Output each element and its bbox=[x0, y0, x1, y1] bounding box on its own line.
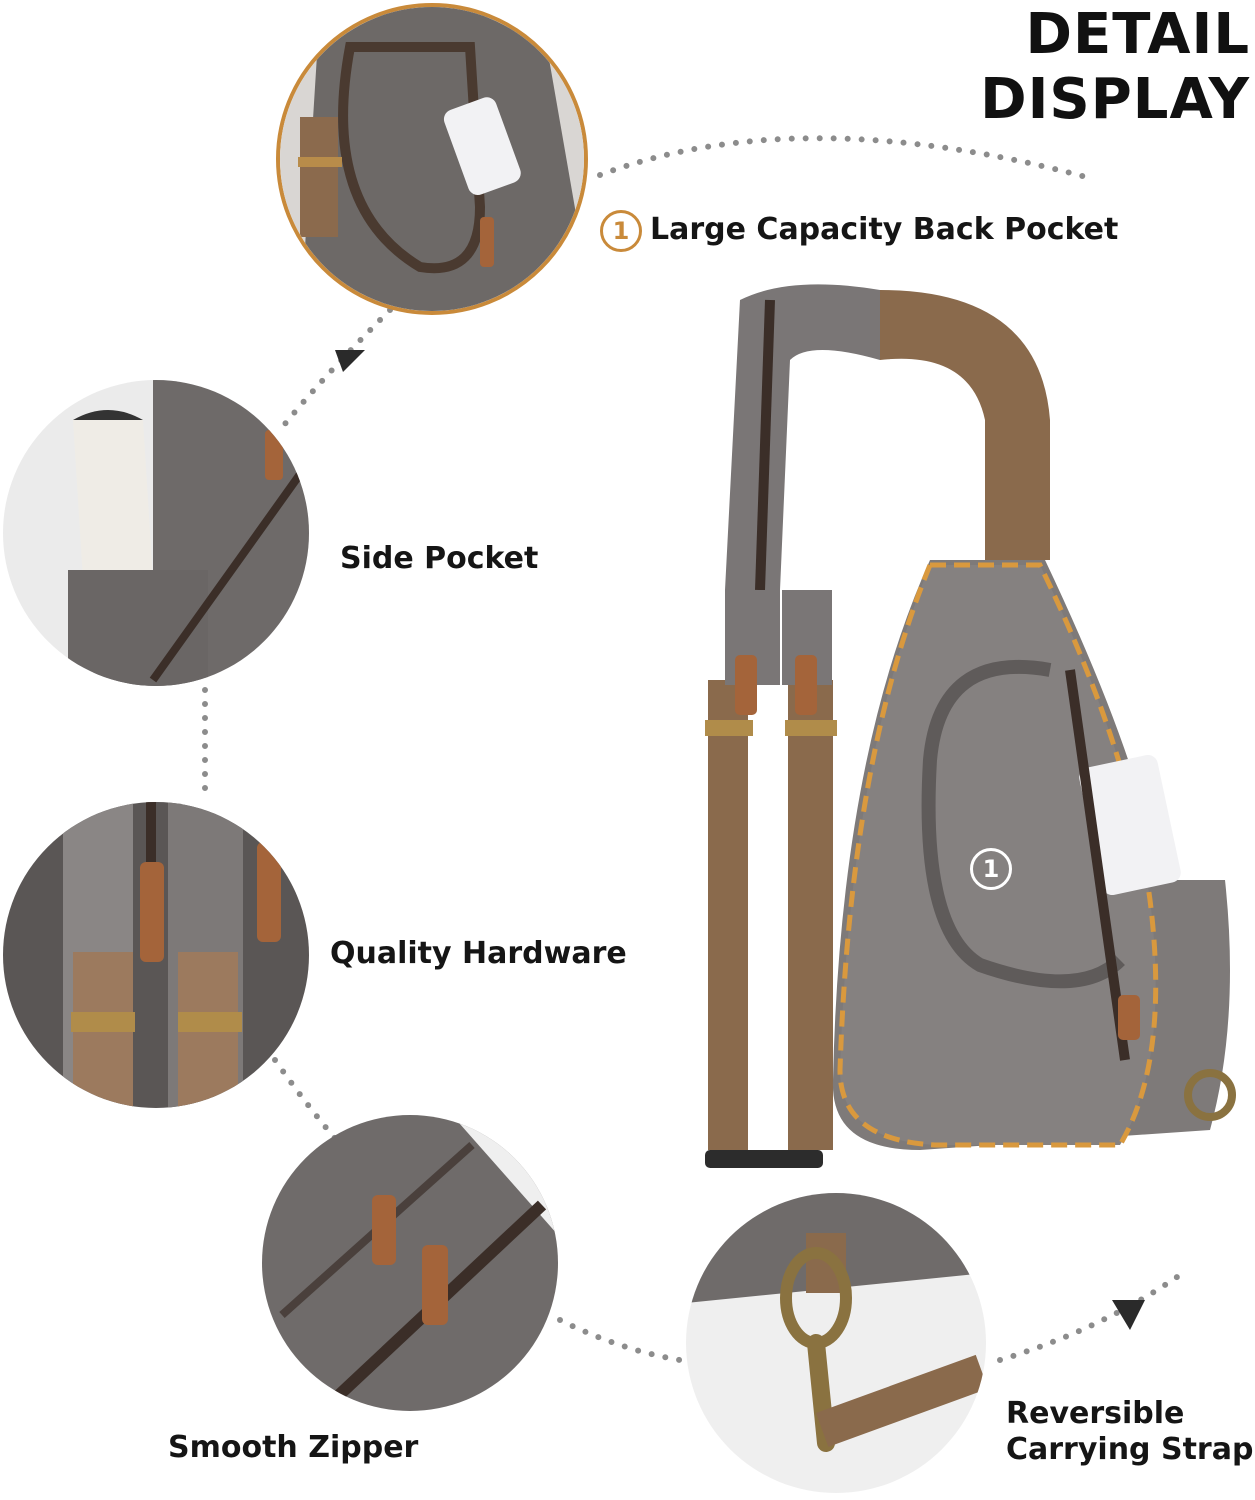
page-title: DETAIL DISPLAY bbox=[980, 2, 1250, 132]
detail-circle-hardware bbox=[3, 802, 309, 1108]
detail-circle-strap bbox=[686, 1193, 986, 1493]
detail-circle-zipper bbox=[262, 1115, 558, 1411]
feature-label-zipper: Smooth Zipper bbox=[168, 1430, 419, 1465]
feature-label-strap-line1: Reversible bbox=[1006, 1396, 1185, 1431]
back-pocket-photo bbox=[280, 7, 584, 311]
zipper-photo bbox=[262, 1115, 558, 1411]
detail-circle-back-pocket bbox=[276, 3, 588, 315]
arrow-down-icon bbox=[335, 350, 365, 372]
feature-number-badge: 1 bbox=[600, 210, 642, 252]
feature-label-side-pocket: Side Pocket bbox=[340, 541, 539, 576]
feature-label-back-pocket: Large Capacity Back Pocket bbox=[650, 212, 1119, 247]
strap-clip-photo bbox=[686, 1193, 986, 1493]
hardware-photo bbox=[3, 802, 309, 1108]
feature-label-strap-line2: Carrying Strap bbox=[1006, 1432, 1254, 1467]
bag-number-badge: 1 bbox=[970, 848, 1012, 890]
feature-label-strap: Reversible Carrying Strap bbox=[1006, 1396, 1253, 1468]
side-pocket-photo bbox=[3, 380, 309, 686]
connector-bottom bbox=[557, 1317, 683, 1363]
connector-bottom-right bbox=[997, 1272, 1183, 1363]
connector-top bbox=[597, 135, 1093, 181]
feature-label-hardware: Quality Hardware bbox=[330, 936, 627, 971]
detail-circle-side-pocket bbox=[3, 380, 309, 686]
arrow-up-icon bbox=[1112, 1300, 1145, 1330]
